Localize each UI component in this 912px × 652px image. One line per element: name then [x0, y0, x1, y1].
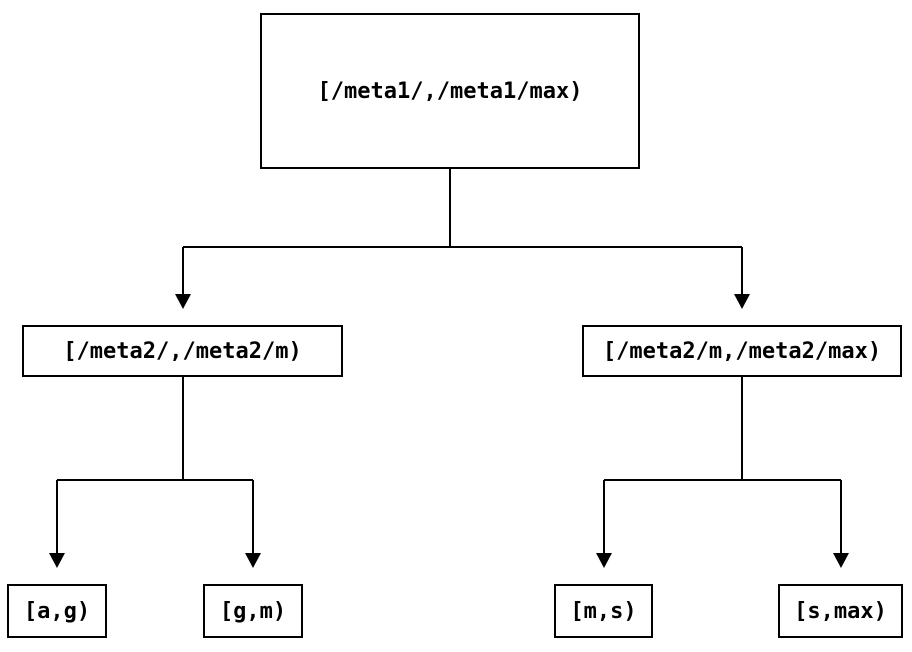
node-root: [/meta1/,/meta1/max) — [260, 13, 640, 169]
node-label: [a,g) — [23, 598, 91, 624]
arrowhead-down-icon — [175, 294, 191, 309]
node-label: [g,m) — [219, 598, 287, 624]
arrowhead-down-icon — [734, 294, 750, 309]
leaf-node-a-g: [a,g) — [7, 584, 107, 638]
node-label: [/meta1/,/meta1/max) — [317, 78, 583, 104]
node-label: [/meta2/,/meta2/m) — [63, 338, 302, 364]
node-label: [m,s) — [570, 598, 637, 624]
node-label: [/meta2/m,/meta2/max) — [602, 338, 882, 364]
connector-left-node-to-leaves — [56, 377, 254, 553]
leaf-node-m-s: [m,s) — [554, 584, 653, 638]
connector-root-to-children — [182, 169, 743, 294]
arrowhead-down-icon — [833, 553, 849, 568]
arrowhead-down-icon — [49, 553, 65, 568]
arrowhead-down-icon — [596, 553, 612, 568]
leaf-node-g-m: [g,m) — [203, 584, 303, 638]
connector-right-node-to-leaves — [603, 377, 842, 553]
node-right-child: [/meta2/m,/meta2/max) — [582, 325, 902, 377]
node-label: [s,max) — [794, 598, 887, 624]
arrowhead-down-icon — [245, 553, 261, 568]
node-left-child: [/meta2/,/meta2/m) — [22, 325, 343, 377]
leaf-node-s-max: [s,max) — [778, 584, 903, 638]
